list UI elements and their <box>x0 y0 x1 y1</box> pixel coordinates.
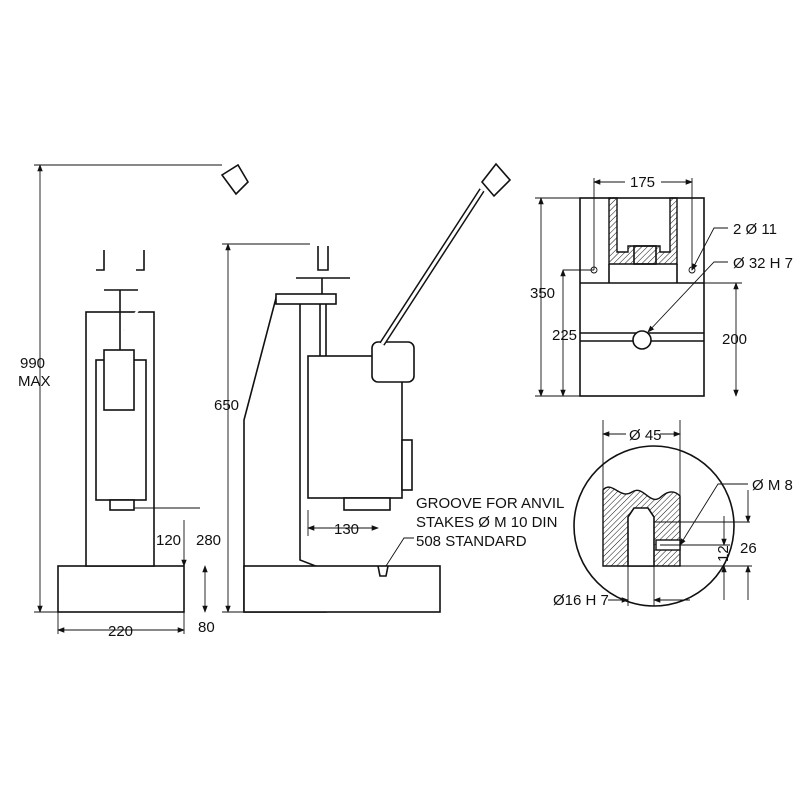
holder-height3-label: 200 <box>722 331 747 348</box>
side-throat-label: 130 <box>334 521 359 538</box>
front-ram <box>103 349 135 411</box>
front-width-label: 220 <box>108 623 133 640</box>
holder-height2-label: 225 <box>552 327 577 344</box>
bore-label: Ø 32 H 7 <box>733 255 793 272</box>
note-line-3: 508 STANDARD <box>416 533 527 550</box>
front-base <box>57 565 185 613</box>
holder-width-label: 175 <box>630 174 655 191</box>
front-stroke-label-2: 280 <box>196 532 221 549</box>
side-handle-knob <box>480 162 512 198</box>
thread-label: Ø M 8 <box>752 477 793 494</box>
note-line-1: GROOVE FOR ANVIL <box>416 495 564 512</box>
holder-height-label: 350 <box>530 285 555 302</box>
front-height-max-label: MAX <box>18 373 51 390</box>
die-holder-detail: 175 2 Ø 11 Ø 32 H 7 350 225 200 <box>530 172 793 397</box>
front-height-label: 990 <box>20 355 45 372</box>
ram-bore-label: Ø16 H 7 <box>553 592 609 609</box>
ram-detail: Ø 45 Ø M 8 26 12 Ø16 H 7 <box>553 420 793 609</box>
front-handle-knob <box>220 163 250 196</box>
front-base-label: 80 <box>198 619 215 636</box>
pos-label: 12 <box>715 545 732 562</box>
side-view: 650 130 GROOVE FOR ANVIL STAKES Ø M 10 D… <box>214 162 564 613</box>
side-height-label: 650 <box>214 397 239 414</box>
front-anvil <box>109 499 135 511</box>
holder-body <box>579 197 705 397</box>
front-stroke-label: 120 <box>156 532 181 549</box>
bore-circle <box>632 330 652 350</box>
side-base <box>243 565 441 613</box>
ram-dia-label: Ø 45 <box>629 427 662 444</box>
holes-label: 2 Ø 11 <box>733 221 777 238</box>
front-view: 990 MAX 220 80 120 280 <box>18 163 250 640</box>
note-line-2: STAKES Ø M 10 DIN <box>416 514 557 531</box>
depth-label: 26 <box>740 540 757 557</box>
